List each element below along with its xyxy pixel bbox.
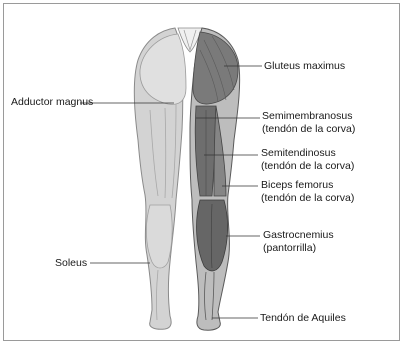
label-adductor-magnus: Adductor magnus [11,96,93,108]
label-gastrocnemius-sub: (pantorrilla) [263,242,316,254]
label-semimembranosus-sub: (tendón de la corva) [262,123,355,135]
label-gluteus-maximus: Gluteus maximus [264,60,345,72]
label-biceps-femorus: Biceps femorus [261,179,333,191]
label-semitendinosus: Semitendinosus [261,147,336,159]
label-gastrocnemius: Gastrocnemius [263,229,334,241]
label-semimembranosus: Semimembranosus [262,110,352,122]
label-biceps-femorus-sub: (tendón de la corva) [261,192,354,204]
left-calf [146,205,172,268]
right-hamstrings [195,106,216,196]
label-semitendinosus-sub: (tendón de la corva) [261,160,354,172]
label-achilles-tendon: Tendón de Aquiles [260,312,346,324]
label-soleus: Soleus [55,257,87,269]
